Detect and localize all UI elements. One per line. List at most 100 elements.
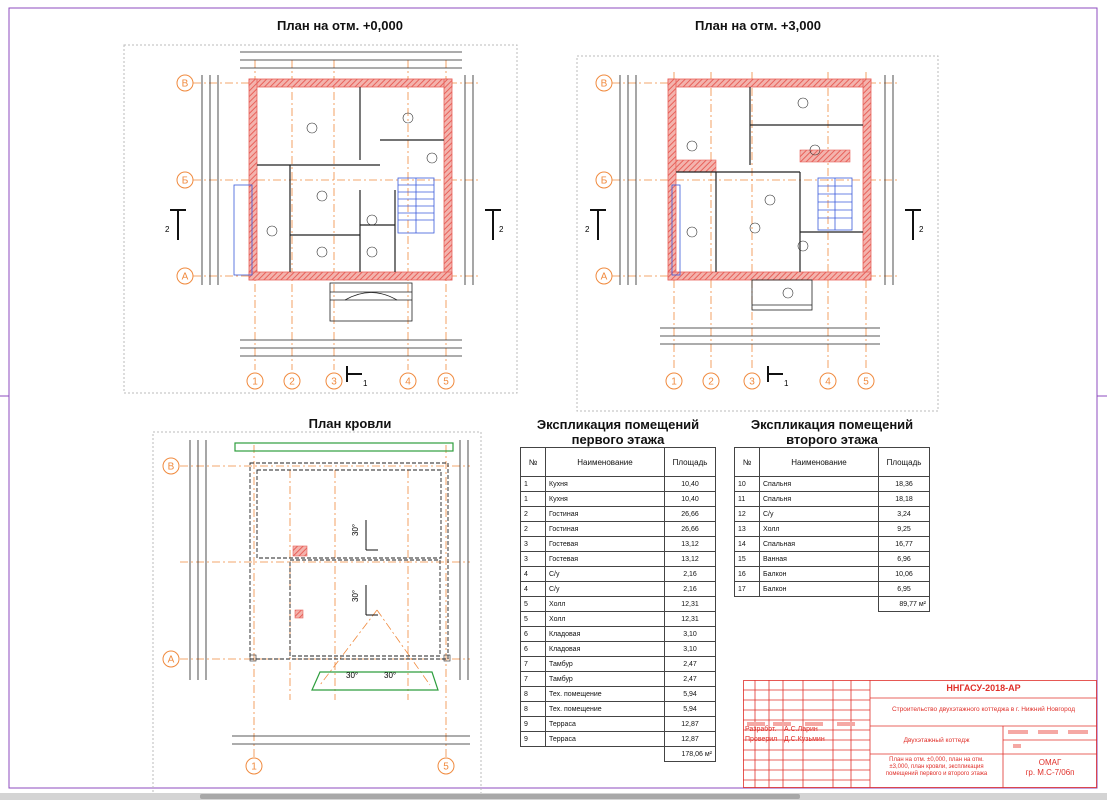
axis-bubble-number: 3 — [325, 372, 343, 390]
cell-name: Терраса — [545, 731, 665, 747]
cell-area: 9,25 — [878, 521, 930, 537]
svg-text:5: 5 — [443, 377, 449, 388]
stamp-sheet-desc-line1: План на отм. ±0,000, план на отм. — [889, 757, 984, 763]
cell-name: Спальня — [759, 476, 879, 492]
svg-text:4: 4 — [825, 377, 831, 388]
cell-area: 2,47 — [664, 656, 716, 672]
empty-cell — [546, 747, 665, 762]
table-header-row: № Наименование Площадь — [734, 447, 930, 477]
svg-text:30°: 30° — [351, 590, 360, 602]
cell-number: 17 — [734, 581, 760, 597]
cell-number: 2 — [520, 521, 546, 537]
roof-plan: 30° 30° 30° 30° — [180, 440, 470, 760]
cell-name: Терраса — [545, 716, 665, 732]
cell-area: 18,18 — [878, 491, 930, 507]
title-block — [743, 680, 1097, 788]
scrollbar-thumb[interactable] — [200, 794, 800, 799]
cell-area: 18,36 — [878, 476, 930, 492]
table-total-row: 178,06 м² — [521, 746, 716, 762]
plan-first-floor: 2 2 1 — [165, 51, 504, 388]
cell-number: 9 — [520, 731, 546, 747]
col-name: Наименование — [545, 447, 665, 477]
svg-text:В: В — [182, 79, 189, 90]
cell-name: Балкон — [759, 566, 879, 582]
cell-name: Тех. помещение — [545, 701, 665, 717]
col-area: Площадь — [664, 447, 716, 477]
svg-text:А: А — [601, 272, 608, 283]
cell-number: 10 — [734, 476, 760, 492]
plan1-title: План на отм. +0,000 — [277, 18, 403, 33]
stamp-checked-name: Д.С.Кузьмин — [784, 736, 825, 743]
stamp-project: Строительство двухэтажного коттеджа в г.… — [891, 706, 1076, 713]
plan-second-floor: 2 2 1 — [585, 72, 924, 388]
axis-bubble-number: 2 — [702, 372, 720, 390]
svg-text:4: 4 — [405, 377, 411, 388]
cell-number: 1 — [520, 476, 546, 492]
cell-number: 9 — [520, 716, 546, 732]
axis-bubble-number: 1 — [245, 757, 263, 775]
cell-number: 4 — [520, 581, 546, 597]
axis-bubble-letter: А — [595, 267, 613, 285]
sheet-frame — [8, 7, 1098, 789]
svg-text:2: 2 — [165, 225, 170, 234]
cell-name: С/у — [759, 506, 879, 522]
svg-text:5: 5 — [443, 762, 449, 773]
cell-name: Гостевая — [545, 536, 665, 552]
table1-title: Экспликация помещений первого этажа — [520, 417, 716, 447]
viewport-plan1 — [123, 44, 518, 394]
axis-bubble-number: 3 — [743, 372, 761, 390]
axis-bubble-number: 1 — [665, 372, 683, 390]
cell-area: 6,95 — [878, 581, 930, 597]
cell-area: 10,06 — [878, 566, 930, 582]
plan2-title: План на отм. +3,000 — [695, 18, 821, 33]
stamp-sheet-desc-line2: ±3,000, план кровли, экспликация — [889, 764, 984, 770]
cell-area: 13,12 — [664, 551, 716, 567]
table2-title-line2: второго этажа — [786, 432, 878, 447]
svg-text:В: В — [601, 79, 608, 90]
stamp-checked-label: Проверил — [745, 736, 778, 743]
stamp-building: Двухэтажный коттедж — [903, 737, 970, 744]
cell-area: 3,10 — [664, 641, 716, 657]
cell-area: 2,16 — [664, 581, 716, 597]
stamp-developed-label: Разработ. — [745, 726, 777, 733]
viewport-roof — [152, 431, 482, 795]
cell-number: 8 — [520, 701, 546, 717]
cell-area: 12,31 — [664, 611, 716, 627]
viewport-plan2 — [576, 55, 939, 412]
cell-name: Гостиная — [545, 506, 665, 522]
cell-area: 5,94 — [664, 686, 716, 702]
cell-number: 12 — [734, 506, 760, 522]
axis-bubble-letter: В — [595, 74, 613, 92]
cell-area: 12,87 — [664, 716, 716, 732]
cell-name: Ванная — [759, 551, 879, 567]
cell-name: Тех. помещение — [545, 686, 665, 702]
empty-cell — [760, 597, 879, 612]
table1-title-line1: Экспликация помещений — [536, 417, 700, 432]
col-number: № — [734, 447, 760, 477]
cell-area: 13,12 — [664, 536, 716, 552]
cell-area: 16,77 — [878, 536, 930, 552]
empty-cell — [521, 747, 546, 762]
svg-text:А: А — [182, 272, 189, 283]
cell-area: 3,24 — [878, 506, 930, 522]
cell-number: 4 — [520, 566, 546, 582]
axis-bubble-number: 4 — [399, 372, 417, 390]
axis-bubble-number: 5 — [857, 372, 875, 390]
empty-cell — [735, 597, 760, 612]
cell-name: Спальня — [759, 491, 879, 507]
cell-area: 3,10 — [664, 626, 716, 642]
svg-text:2: 2 — [585, 225, 590, 234]
cell-area: 2,47 — [664, 671, 716, 687]
